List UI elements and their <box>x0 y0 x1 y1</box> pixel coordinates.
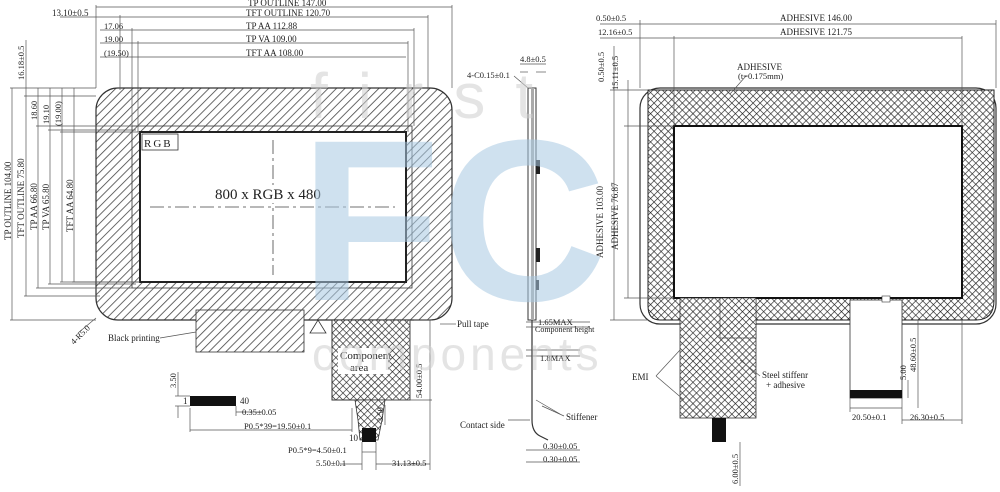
back-window <box>673 125 963 299</box>
black-printing-label: Black printing <box>108 333 160 343</box>
emi-label: EMI <box>632 372 649 382</box>
ctp-connector <box>362 428 376 442</box>
adhesive-12175: ADHESIVE 121.75 <box>780 27 852 37</box>
tp-va-width: TP VA 109.00 <box>246 34 297 44</box>
pitch-ctp: P0.5*9=4.50±0.1 <box>288 445 347 455</box>
side-contact-side: Contact side <box>460 420 505 430</box>
pin1-label: 1 <box>183 396 188 406</box>
v-1860: 18.60 <box>29 101 39 120</box>
pin40-label: 40 <box>240 396 250 406</box>
back-v-1511: 15.11±0.5 <box>610 56 620 90</box>
side-view: 4-C0.15±0.1 4.8±0.5 1.65MAX Component he… <box>460 54 597 464</box>
tft-aa-width: TFT AA 108.00 <box>246 48 304 58</box>
side-top-thickness: 4.8±0.5 <box>520 54 546 64</box>
side-stiffener: Stiffener <box>566 412 597 422</box>
warning-triangle <box>309 319 327 334</box>
side-component-1 <box>536 160 540 174</box>
steel-stiffener-1: Steel stiffenr <box>762 370 808 380</box>
steel-stiffener-2: + adhesive <box>766 380 805 390</box>
side-component-height: Component height <box>535 325 595 334</box>
tft-aa-height: TFT AA 64.80 <box>65 179 75 232</box>
watermark-top-text: first <box>310 60 563 132</box>
back-v-500: 5.00 <box>898 365 908 380</box>
adhesive-label: ADHESIVE <box>737 62 782 72</box>
back-view: 0.50±0.5 ADHESIVE 146.00 12.16±0.5 ADHES… <box>595 13 997 486</box>
pull-tape-label: Pull tape <box>457 319 489 329</box>
tft-fpc-connector <box>190 396 236 406</box>
side-fpc <box>531 320 549 441</box>
corner-chamfer: 4-R5.0 <box>68 323 92 347</box>
component-area-label-2: area <box>350 362 368 374</box>
tp-outline-width: TP OUTLINE 147.00 <box>248 0 327 8</box>
side-165max: 1.65MAX <box>538 317 573 327</box>
side-18max: 1.8MAX <box>540 353 570 363</box>
v-350: 3.50 <box>168 373 178 388</box>
top-offset-1618: 16.18±0.5 <box>16 46 26 80</box>
back-v-600: 6.00±0.5 <box>730 454 740 484</box>
dim-3113: 31.13±0.5 <box>392 458 426 468</box>
back-v-4860: 48.60±0.5 <box>908 338 918 372</box>
resolution-label: 800 x RGB x 480 <box>215 187 321 203</box>
side-component-3 <box>536 280 539 290</box>
offset-1706: 17.06 <box>104 21 123 31</box>
side-chamfer: 4-C0.15±0.1 <box>467 70 510 80</box>
component-area-label-1: Component <box>340 350 391 362</box>
black-printing-area <box>195 309 305 353</box>
dim-2050: 20.50±0.1 <box>852 412 886 422</box>
adhesive-7687: ADHESIVE 76.87 <box>610 182 620 250</box>
adhesive-103: ADHESIVE 103.00 <box>595 186 605 258</box>
back-connector <box>712 418 726 442</box>
dim-5400: 54.00±0.5 <box>414 364 424 398</box>
v-350b: 3.50 <box>375 407 385 422</box>
tp-aa-height: TP AA 66.80 <box>29 183 39 230</box>
left-offset-1310: 13.10±0.5 <box>52 8 89 18</box>
back-offset-1216: 12.16±0.5 <box>598 27 632 37</box>
tail-thickness: 0.35±0.05 <box>242 407 276 417</box>
rgb-label: RGB <box>144 138 173 150</box>
dim-2630: 26.30±0.5 <box>910 412 944 422</box>
back-v-050: 0.50±0.5 <box>596 52 606 82</box>
offset-1900: 19.00 <box>104 34 123 44</box>
back-offset-050: 0.50±0.5 <box>596 13 626 23</box>
watermark: first FC components <box>300 60 607 380</box>
side-component-2 <box>536 248 540 262</box>
pitch-fpc: P0.5*39=19.50±0.1 <box>244 421 311 431</box>
v-1910: 19.10 <box>41 105 51 124</box>
rgb-pixel-box <box>141 133 179 151</box>
side-thk-030b: 0.30±0.05 <box>543 454 577 464</box>
offset-1950: (19.50) <box>104 48 129 58</box>
pin10-label: 10 <box>349 433 359 443</box>
tp-va-height: TP VA 65.80 <box>41 183 51 230</box>
dim-550: 5.50±0.1 <box>316 458 346 468</box>
adhesive-146: ADHESIVE 146.00 <box>780 13 852 23</box>
tp-outline-height: TP OUTLINE 104.00 <box>3 161 13 240</box>
tft-outline-width: TFT OUTLINE 120.70 <box>246 8 331 18</box>
adhesive-thickness: (t=0.175mm) <box>738 71 783 81</box>
back-ctp-tail <box>849 299 903 399</box>
tft-outline-height: TFT OUTLINE 75.80 <box>16 158 26 238</box>
watermark-bottom-text: components <box>312 328 603 380</box>
front-view: RGB 800 x RGB x 480 Component area 10 1 … <box>3 0 489 470</box>
side-thk-030a: 0.30±0.05 <box>543 441 577 451</box>
va-outline <box>131 125 413 289</box>
tp-aa-width: TP AA 112.88 <box>246 21 298 31</box>
watermark-logo: FC <box>300 92 607 349</box>
v-1900: (19.00) <box>53 101 63 126</box>
